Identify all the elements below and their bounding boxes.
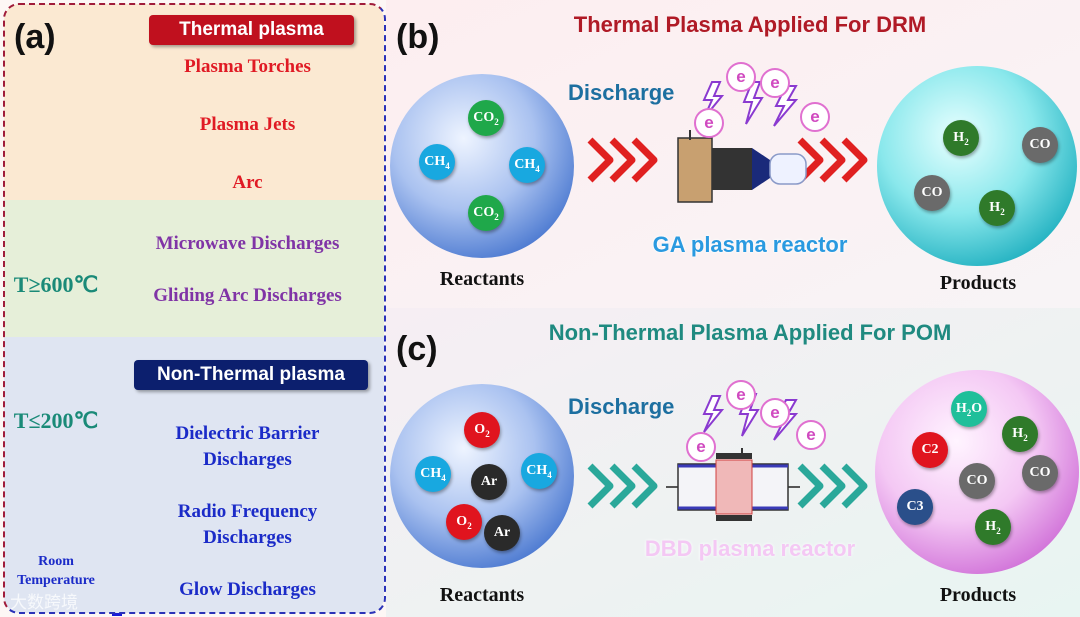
discharge-label-b: Discharge: [568, 80, 675, 105]
non-thermal-plasma-tag: Non-Thermal plasma: [134, 360, 368, 390]
product-molecule: CO: [1022, 127, 1058, 163]
reactant-molecule: CH4: [509, 147, 545, 183]
reactant-molecule: O2: [464, 412, 500, 448]
electron-icon: e: [726, 380, 756, 410]
product-molecule: CO: [1022, 455, 1058, 491]
product-molecule: H2: [1002, 416, 1038, 452]
reactants-label-b: Reactants: [439, 268, 525, 290]
electron-icon: e: [686, 432, 716, 462]
ga-reactor-label: GA plasma reactor: [652, 232, 848, 257]
product-molecule: C3: [897, 489, 933, 525]
panel-c-title: Non-Thermal Plasma Applied For POM: [548, 320, 952, 345]
panel-b-letter: (b): [396, 18, 440, 56]
product-molecule: C2: [912, 432, 948, 468]
non-thermal-item: Radio Frequency Discharges: [177, 501, 318, 548]
electron-icon: e: [726, 62, 756, 92]
flow-chevrons-in-c: [587, 463, 658, 509]
reactant-molecule: CO2: [468, 100, 504, 136]
thermal-item: Plasma Torches: [184, 56, 311, 77]
ga-reactor-illustration: [677, 130, 807, 203]
product-molecule: H2: [979, 190, 1015, 226]
watermark-text: 大数跨境: [10, 593, 78, 612]
room-temperature-label: Room Temperature: [17, 554, 95, 588]
product-molecule: H2: [943, 120, 979, 156]
products-sphere-b: [877, 66, 1077, 266]
electron-icon: e: [760, 68, 790, 98]
panel-c-letter: (c): [396, 330, 438, 368]
reactant-molecule: CH4: [521, 453, 557, 489]
product-molecule: H2: [975, 509, 1011, 545]
flow-chevrons-in-b: [587, 137, 658, 183]
electron-icon: e: [694, 108, 724, 138]
reactant-molecule: O2: [446, 504, 482, 540]
dbd-reactor-label: DBD plasma reactor: [644, 536, 856, 561]
reactant-molecule: Ar: [471, 464, 507, 500]
products-label-b: Products: [939, 272, 1017, 294]
discharge-label-c: Discharge: [568, 394, 675, 419]
reactant-molecule: CO2: [468, 195, 504, 231]
reactants-label-c: Reactants: [439, 584, 525, 606]
product-molecule: CO: [959, 463, 995, 499]
product-molecule: H2O: [951, 391, 987, 427]
intermediate-item: Gliding Arc Discharges: [153, 285, 342, 306]
reactant-molecule: CH4: [415, 456, 451, 492]
non-thermal-item: Dielectric Barrier Discharges: [175, 423, 320, 470]
dbd-reactor-illustration: [666, 448, 800, 521]
reactant-molecule: CH4: [419, 144, 455, 180]
flow-chevrons-out-c: [797, 463, 868, 509]
panel-a-frame: [3, 3, 386, 614]
product-molecule: CO: [914, 175, 950, 211]
intermediate-band: [4, 200, 384, 337]
electron-icon: e: [800, 102, 830, 132]
thermal-plasma-tag: Thermal plasma: [149, 15, 354, 45]
reactants-sphere-b: [390, 74, 574, 258]
temp-label-low: T≤200℃: [13, 408, 99, 433]
panel-a-letter: (a): [14, 18, 56, 56]
electron-icon: e: [760, 398, 790, 428]
products-label-c: Products: [939, 584, 1017, 606]
thermal-item: Arc: [232, 172, 263, 193]
electron-icon: e: [796, 420, 826, 450]
intermediate-item: Microwave Discharges: [155, 233, 340, 254]
non-thermal-item: Glow Discharges: [179, 579, 316, 600]
thermal-item: Plasma Jets: [199, 114, 296, 135]
panel-b-title: Thermal Plasma Applied For DRM: [573, 12, 927, 37]
temp-label-high: T≥600℃: [13, 272, 99, 297]
reactant-molecule: Ar: [484, 515, 520, 551]
